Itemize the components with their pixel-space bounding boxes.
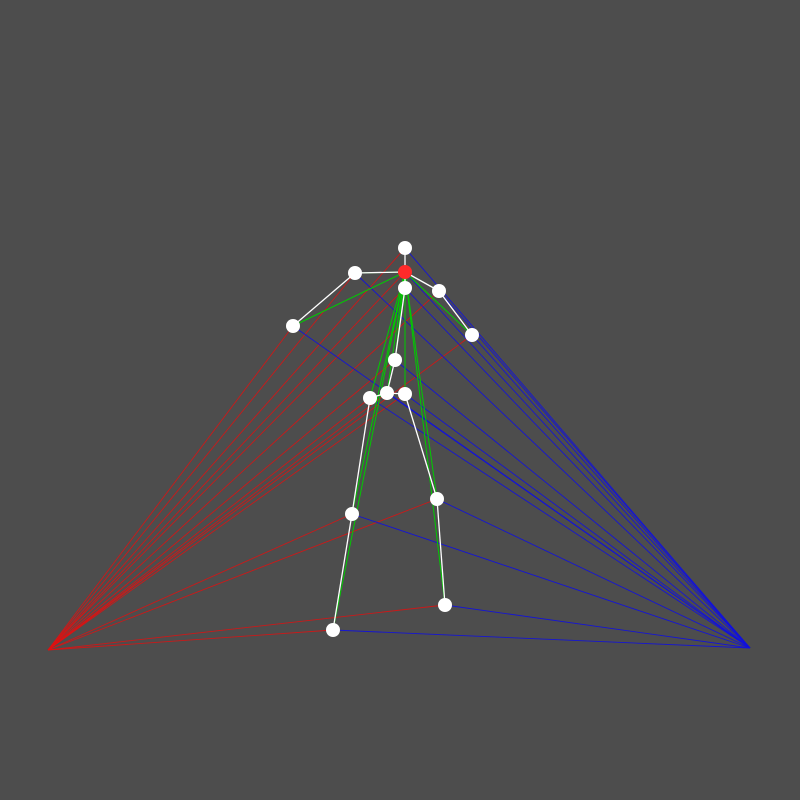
skeleton-joints <box>286 241 479 637</box>
bone-lhip-lknee <box>404 393 438 500</box>
joint-rshoulder[interactable] <box>348 266 362 280</box>
right-camera-rays <box>292 247 751 649</box>
right-ray-lelbow <box>471 334 751 649</box>
left-ray-neck <box>47 271 406 651</box>
right-ray-rshoulder <box>354 272 751 649</box>
joint-rankle[interactable] <box>326 623 340 637</box>
left-ray-chip <box>47 392 388 651</box>
left-ray-rhip <box>47 397 371 651</box>
joint-rknee[interactable] <box>345 507 359 521</box>
right-ray-pelvis <box>394 359 751 649</box>
left-ray-relbow <box>47 325 294 651</box>
right-ray-lshoulder <box>438 290 751 649</box>
left-ray-lshoulder <box>47 290 440 651</box>
joint-chip[interactable] <box>380 386 394 400</box>
bone-rshoulder-relbow <box>292 272 356 327</box>
left-camera-rays <box>47 247 473 651</box>
root-link-rknee <box>351 271 406 515</box>
right-ray-rknee <box>351 513 751 649</box>
joint-head[interactable] <box>398 241 412 255</box>
left-ray-lelbow <box>47 334 473 651</box>
joint-pelvis[interactable] <box>388 353 402 367</box>
root-joint-links <box>292 248 473 631</box>
left-ray-rknee <box>47 513 353 651</box>
joint-neck[interactable] <box>398 265 412 279</box>
root-link-rankle <box>332 271 406 631</box>
root-link-rhip <box>369 271 406 399</box>
left-ray-lhip <box>47 393 406 651</box>
joint-spine[interactable] <box>398 281 412 295</box>
right-ray-chip <box>386 392 751 649</box>
right-ray-spine <box>404 287 751 649</box>
right-ray-rhip <box>369 397 751 649</box>
right-ray-lhip <box>404 393 751 649</box>
left-ray-pelvis <box>47 359 396 651</box>
bone-neck-rshoulder <box>354 271 406 274</box>
root-link-lknee <box>404 271 438 500</box>
left-ray-rshoulder <box>47 272 356 651</box>
bone-lknee-lankle <box>436 498 446 606</box>
bone-spine-pelvis <box>394 287 406 361</box>
joint-lelbow[interactable] <box>465 328 479 342</box>
joint-lshoulder[interactable] <box>432 284 446 298</box>
root-link-lelbow <box>404 271 473 336</box>
bone-rhip-rknee <box>351 397 371 515</box>
right-ray-lknee <box>436 498 751 649</box>
left-ray-head <box>47 247 406 651</box>
left-ray-lknee <box>47 498 438 651</box>
left-ray-lankle <box>47 604 446 651</box>
right-ray-neck <box>404 271 751 649</box>
joint-lankle[interactable] <box>438 598 452 612</box>
skeleton-bones <box>292 248 473 631</box>
joint-lhip[interactable] <box>398 387 412 401</box>
right-ray-rankle <box>332 629 751 649</box>
bone-lshoulder-lelbow <box>438 290 473 336</box>
root-link-lankle <box>404 271 446 606</box>
joint-lknee[interactable] <box>430 492 444 506</box>
left-ray-rankle <box>47 629 334 651</box>
left-ray-spine <box>47 287 406 651</box>
root-link-relbow <box>292 271 406 327</box>
joint-rhip[interactable] <box>363 391 377 405</box>
bone-rknee-rankle <box>332 513 353 631</box>
joint-relbow[interactable] <box>286 319 300 333</box>
right-ray-lankle <box>444 604 751 649</box>
